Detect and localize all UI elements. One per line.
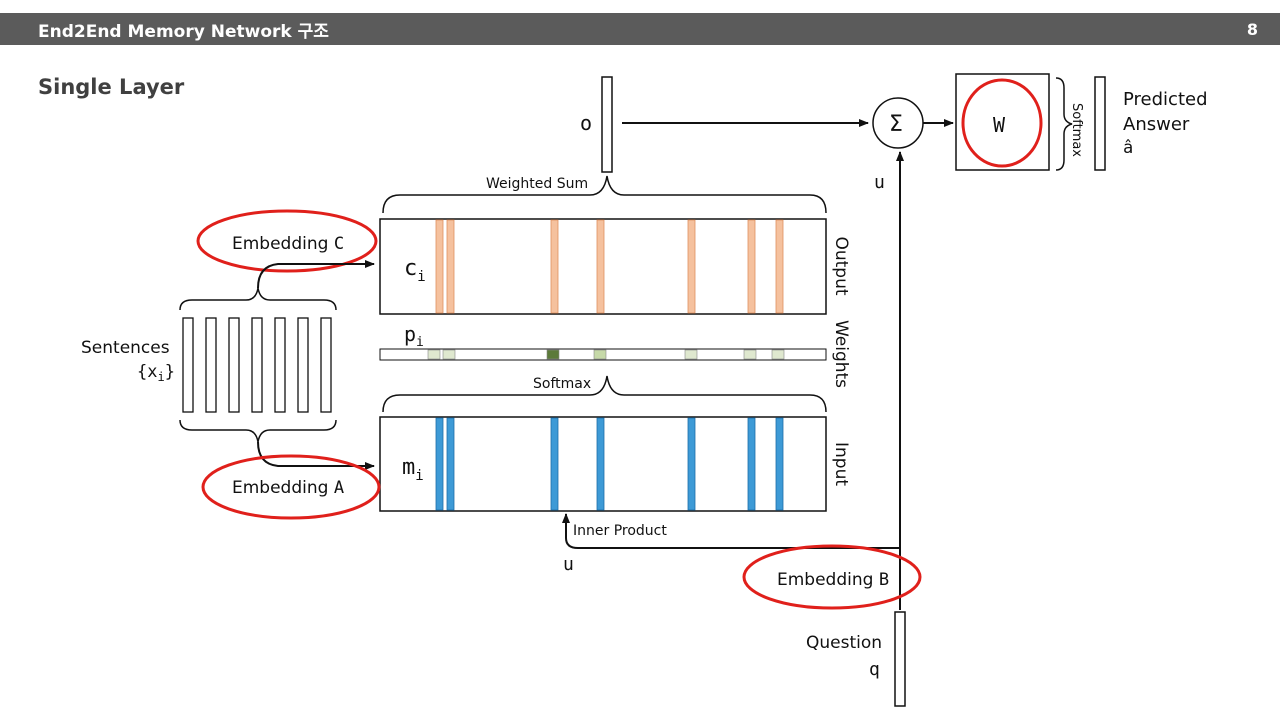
question-label: Question	[806, 633, 882, 653]
output-stripes	[435, 219, 784, 314]
header-bar	[0, 13, 1280, 45]
sigma-symbol: Σ	[889, 112, 903, 137]
sentence-vector	[182, 317, 194, 413]
output-label: Output	[831, 236, 851, 295]
softmax-side-label: Softmax	[1069, 103, 1084, 157]
answer-vector	[1094, 76, 1106, 171]
weight-cell	[442, 349, 456, 360]
sentence-vectors	[182, 317, 332, 413]
q-label: q	[869, 659, 880, 680]
weight-cell	[743, 349, 757, 360]
softmax-brace	[382, 375, 827, 413]
output-stripe	[687, 219, 696, 314]
m-i-label: mi	[402, 455, 424, 484]
u-bottom-label: u	[563, 554, 574, 575]
page-number: 8	[1246, 20, 1258, 39]
sentence-vector	[297, 317, 309, 413]
sentences-top-brace	[179, 287, 337, 311]
embedding-c-arrow	[257, 260, 375, 289]
embedding-a-label: Embedding A	[232, 478, 344, 498]
output-stripe	[596, 219, 605, 314]
weighted-sum-label: Weighted Sum	[486, 176, 588, 192]
predicted-answer-line2: Answer	[1123, 114, 1190, 135]
weight-cell	[684, 349, 698, 360]
input-label: Input	[831, 442, 851, 486]
input-stripe	[435, 417, 444, 511]
predicted-answer-line1: Predicted	[1123, 89, 1208, 110]
output-stripe	[775, 219, 784, 314]
o-label: o	[580, 111, 592, 135]
sentence-vector	[205, 317, 217, 413]
input-stripe	[446, 417, 455, 511]
x-i-label: {xi}	[137, 362, 175, 384]
question-vector	[894, 611, 906, 707]
embedding-a-arrow	[257, 441, 375, 470]
input-stripe	[596, 417, 605, 511]
input-stripe	[550, 417, 559, 511]
weight-cell	[593, 349, 607, 360]
embedding-c-label: Embedding C	[232, 234, 344, 254]
w-highlight-circle	[961, 78, 1043, 168]
c-i-label: ci	[404, 256, 426, 285]
embedding-b-highlight-circle	[742, 544, 922, 610]
input-stripe	[747, 417, 756, 511]
input-stripes	[435, 417, 784, 511]
input-stripe	[687, 417, 696, 511]
sentence-vector	[274, 317, 286, 413]
softmax-label: Softmax	[533, 376, 591, 392]
o-vector	[601, 76, 613, 173]
output-stripe	[550, 219, 559, 314]
weight-cell	[427, 349, 441, 360]
w-label: W	[993, 113, 1006, 137]
inner-product-label: Inner Product	[573, 523, 667, 539]
weight-cell	[546, 349, 560, 360]
sentences-label: Sentences	[81, 338, 170, 358]
embedding-b-label: Embedding B	[777, 570, 889, 590]
weight-cells	[427, 349, 785, 360]
sentence-vector	[320, 317, 332, 413]
inner-product-arrow	[562, 513, 900, 549]
weight-cell	[771, 349, 785, 360]
weights-label: Weights	[831, 320, 851, 388]
w-matrix-box	[955, 73, 1050, 171]
embedding-a-highlight-circle	[201, 454, 381, 520]
output-stripe	[435, 219, 444, 314]
output-stripe	[446, 219, 455, 314]
embedding-c-highlight-circle	[196, 209, 378, 273]
sentence-vector	[228, 317, 240, 413]
softmax-brace-right	[1055, 77, 1073, 171]
sentence-vector	[251, 317, 263, 413]
slide-title: End2End Memory Network 구조	[38, 22, 329, 42]
u-top-label: u	[874, 172, 885, 193]
a-hat-label: â	[1123, 138, 1133, 158]
section-subtitle: Single Layer	[38, 75, 185, 99]
sentences-bottom-brace	[179, 419, 337, 443]
p-i-label: pi	[404, 322, 424, 350]
input-stripe	[775, 417, 784, 511]
weighted-sum-brace	[382, 175, 827, 214]
output-stripe	[747, 219, 756, 314]
